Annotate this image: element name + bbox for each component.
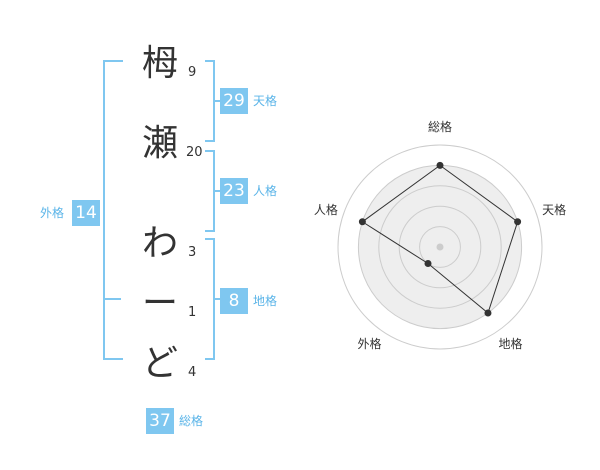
radar-grid-ring xyxy=(378,185,502,309)
name-char-5: ど xyxy=(141,343,178,384)
radar-grid-ring xyxy=(398,205,482,289)
jinkaku-connector xyxy=(213,190,220,192)
name-char-4: ー xyxy=(141,283,178,324)
radar-point-1 xyxy=(436,161,444,169)
stroke-count-1: 9 xyxy=(188,65,197,80)
radar-axis-label-5: 人格 xyxy=(314,202,338,217)
chikaku-connector xyxy=(213,298,220,300)
stroke-count-5: 4 xyxy=(188,365,197,380)
tenkaku-badge: 29 xyxy=(220,88,248,114)
chikaku-badge: 8 xyxy=(220,288,248,314)
stroke-count-4: 1 xyxy=(188,305,197,320)
gaikaku-inner-divider xyxy=(103,298,121,300)
stroke-count-3: 3 xyxy=(188,245,197,260)
radar-center-dot xyxy=(436,243,444,251)
radar-axis-label-1: 総格 xyxy=(428,119,452,134)
radar-axis-label-4: 外格 xyxy=(357,336,381,351)
jinkaku-badge: 23 xyxy=(220,178,248,204)
radar-point-5 xyxy=(358,218,366,226)
radar-axis-label-3: 地格 xyxy=(499,336,523,351)
chikaku-label: 地格 xyxy=(253,294,278,308)
gaikaku-label: 外格 xyxy=(40,206,65,220)
name-char-3: わ xyxy=(141,223,178,264)
gaikaku-badge: 14 xyxy=(72,200,100,226)
tenkaku-connector xyxy=(213,100,220,102)
soukaku-badge: 37 xyxy=(146,408,174,434)
radar-series-line xyxy=(361,164,519,314)
radar-point-3 xyxy=(484,309,492,317)
tenkaku-label: 天格 xyxy=(253,94,278,108)
stroke-count-2: 20 xyxy=(186,145,203,160)
jinkaku-label: 人格 xyxy=(253,184,278,198)
radar-grid-ring xyxy=(419,226,461,268)
soukaku-label: 総格 xyxy=(179,414,204,428)
radar-point-2 xyxy=(514,218,522,226)
radar-point-4 xyxy=(424,260,432,268)
name-char-2: 瀬 xyxy=(141,123,178,164)
name-char-1: 栂 xyxy=(141,43,178,84)
gaikaku-bracket xyxy=(103,60,123,360)
radar-grid-ring xyxy=(337,144,543,350)
radar-axis-label-2: 天格 xyxy=(542,202,566,217)
